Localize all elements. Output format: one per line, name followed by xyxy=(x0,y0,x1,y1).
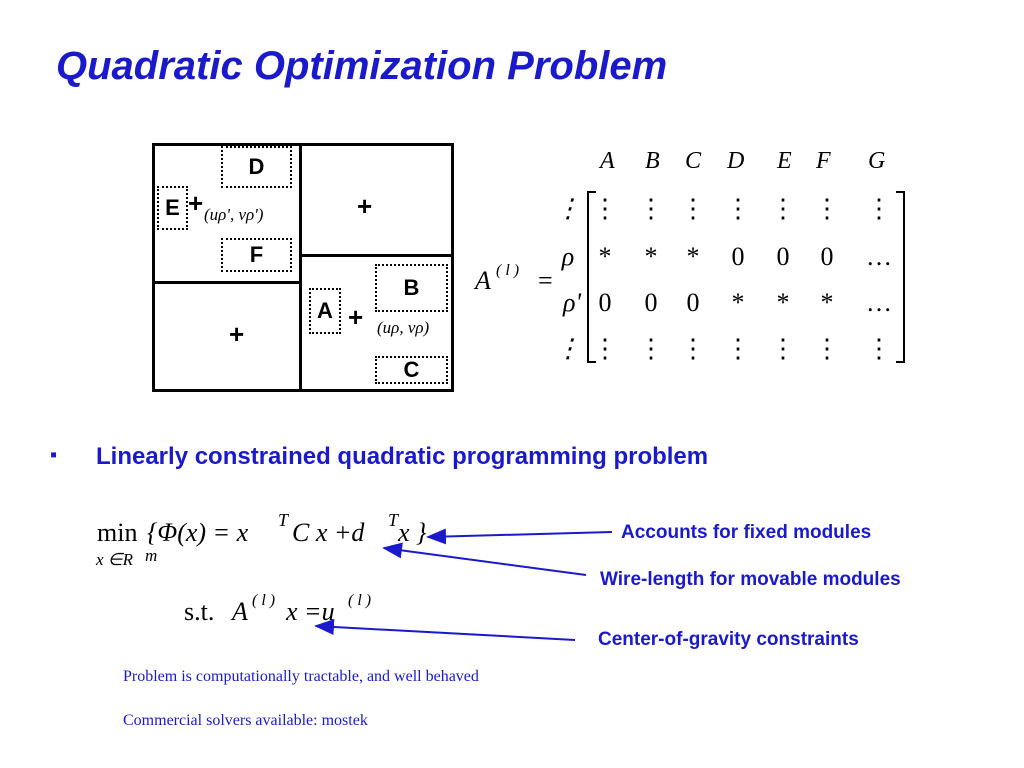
coord-label-top: (uρ', vρ') xyxy=(204,205,264,224)
matrix-cell: 0 xyxy=(644,288,658,317)
constraint-superscript: ( l ) xyxy=(252,592,276,609)
module-box-e: E xyxy=(157,186,188,230)
matrix-cell: ⋮ xyxy=(725,334,751,363)
annotation-center-gravity: Center-of-gravity constraints xyxy=(598,629,859,650)
objective-body-mid: C x +d xyxy=(292,518,365,547)
min-domain-superscript: m xyxy=(145,546,158,565)
matrix-cell: * xyxy=(598,242,612,271)
transpose-superscript: T xyxy=(388,510,399,530)
plus-sign-bottom-left: + xyxy=(229,319,245,349)
module-box-b: B xyxy=(375,264,448,312)
matrix-cell: … xyxy=(866,242,892,271)
matrix-cell: 0 xyxy=(731,242,745,271)
slide-title: Quadratic Optimization Problem xyxy=(56,44,668,88)
matrix-cell: 0 xyxy=(598,288,612,317)
constraint-matrix-symbol: A xyxy=(232,597,248,626)
transpose-superscript: T xyxy=(278,510,289,530)
note-tractable: Problem is computationally tractable, an… xyxy=(123,668,479,685)
plus-sign-a: + xyxy=(348,302,364,332)
module-box-a: A xyxy=(309,288,341,334)
matrix-column-header: E xyxy=(777,148,792,174)
objective-body: {Φ(x) = x xyxy=(147,518,249,547)
matrix-row-label: ρ' xyxy=(562,288,582,317)
matrix-column-header: G xyxy=(868,148,886,174)
matrix-column-header: D xyxy=(727,148,745,174)
matrix-row-label: ⋮ xyxy=(555,334,581,363)
bullet-marker: ▪ xyxy=(50,444,58,466)
matrix-cell: * xyxy=(731,288,745,317)
matrix-cell: … xyxy=(866,288,892,317)
matrix-cell: ⋮ xyxy=(638,194,664,223)
module-box-d: D xyxy=(221,146,292,188)
min-operator: min xyxy=(97,518,138,547)
matrix-lhs: A xyxy=(475,266,491,295)
note-solvers: Commercial solvers available: mostek xyxy=(123,712,368,729)
arrow-center-gravity xyxy=(314,618,576,641)
matrix-cell: ⋮ xyxy=(814,334,840,363)
region-bottom-right xyxy=(299,254,454,392)
matrix-cell: 0 xyxy=(820,242,834,271)
matrix-row-label: ⋮ xyxy=(555,194,581,223)
objective-body-end: x } xyxy=(398,518,427,547)
matrix-cell: ⋮ xyxy=(680,334,706,363)
matrix-cell: ⋮ xyxy=(770,194,796,223)
matrix-cell: * xyxy=(820,288,834,317)
bullet-text: Linearly constrained quadratic programmi… xyxy=(96,443,709,470)
matrix-equals: = xyxy=(538,266,553,295)
matrix-cell: ⋮ xyxy=(638,334,664,363)
min-domain: x ∈R xyxy=(96,550,133,569)
coord-label-bottom: (uρ, vρ) xyxy=(377,318,430,337)
annotation-fixed-modules: Accounts for fixed modules xyxy=(621,522,872,543)
annotation-wire-length: Wire-length for movable modules xyxy=(600,569,901,590)
matrix-cell: ⋮ xyxy=(680,194,706,223)
matrix-cell: 0 xyxy=(686,288,700,317)
module-box-c: C xyxy=(375,356,448,384)
module-box-f: F xyxy=(221,238,292,272)
plus-sign-e: + xyxy=(188,188,204,218)
matrix-column-header: A xyxy=(600,148,615,174)
matrix-column-header: B xyxy=(645,148,660,174)
matrix-cell: ⋮ xyxy=(814,194,840,223)
matrix-cell: * xyxy=(776,288,790,317)
matrix-cell: ⋮ xyxy=(592,194,618,223)
matrix-cell: * xyxy=(644,242,658,271)
subject-to-label: s.t. xyxy=(184,597,215,626)
matrix-cell: 0 xyxy=(776,242,790,271)
matrix-column-header: C xyxy=(685,148,702,174)
matrix-cell: ⋮ xyxy=(866,194,892,223)
constraint-superscript-rhs: ( l ) xyxy=(348,592,372,609)
arrow-wire-length xyxy=(382,542,587,576)
matrix-row-label: ρ xyxy=(561,242,575,271)
matrix-cell: ⋮ xyxy=(770,334,796,363)
matrix-cell: * xyxy=(686,242,700,271)
matrix-right-bracket xyxy=(896,191,905,363)
matrix-column-header: F xyxy=(816,148,831,174)
matrix-cell: ⋮ xyxy=(725,194,751,223)
matrix-cell: ⋮ xyxy=(866,334,892,363)
arrow-fixed-modules xyxy=(426,528,613,545)
matrix-lhs-superscript: ( l ) xyxy=(496,262,520,279)
matrix-cell: ⋮ xyxy=(592,334,618,363)
matrix-brackets xyxy=(587,191,905,363)
plus-sign-top-right: + xyxy=(357,191,373,221)
matrix-left-bracket xyxy=(587,191,596,363)
